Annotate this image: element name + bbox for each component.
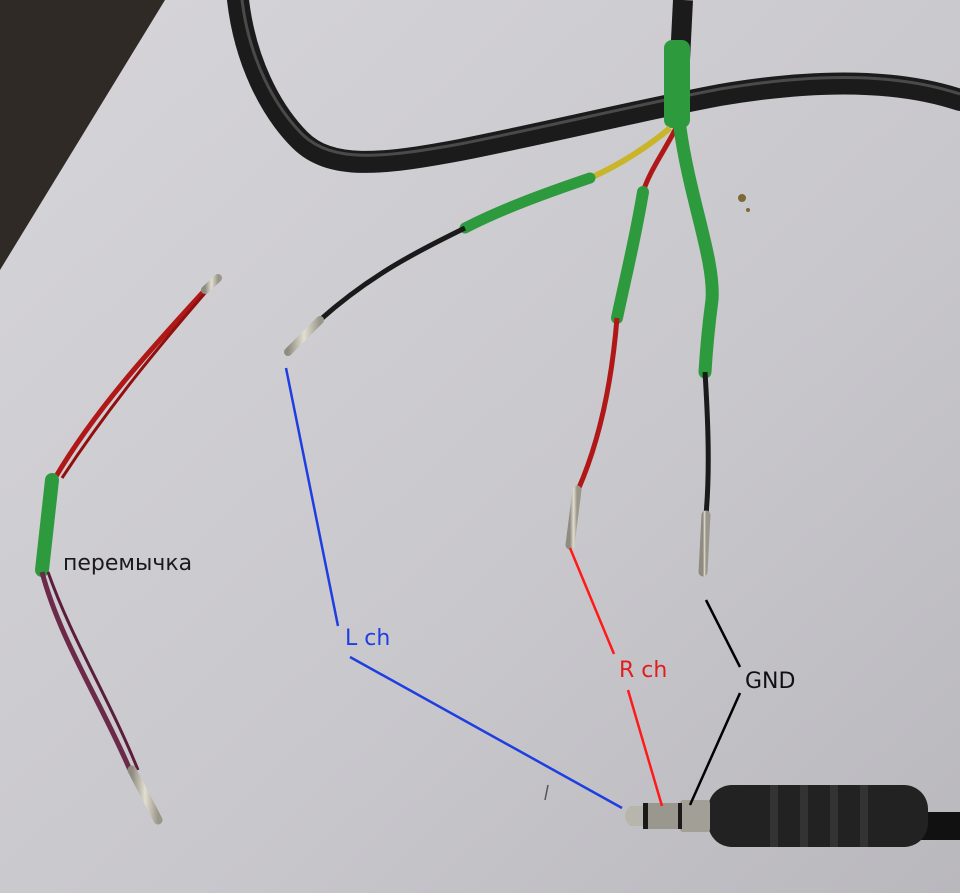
- jumper-purple: [39, 571, 133, 771]
- wire-rch-red: [575, 317, 620, 492]
- wire-yellow: [588, 125, 672, 181]
- jack-cable: [920, 812, 960, 840]
- wire-gnd-shrink: [673, 121, 719, 379]
- jack-insulator: [643, 803, 648, 829]
- left-channel-label: L ch: [345, 626, 391, 651]
- jumper-shrink: [35, 473, 59, 577]
- wire-lch-shrink: [459, 172, 596, 234]
- jack-insulator: [678, 803, 682, 829]
- pin-gnd: [698, 510, 711, 577]
- wire-rch-shrink: [611, 186, 649, 324]
- wire-lch-black: [318, 225, 467, 322]
- rch-line: [568, 547, 616, 655]
- table-corner: [0, 0, 165, 270]
- gnd-line-lower: [688, 692, 742, 806]
- jumper-label: перемычка: [63, 551, 193, 576]
- lch-line-lower: [349, 655, 623, 810]
- gnd-line-upper: [704, 599, 742, 668]
- jumper-purple-2: [46, 571, 140, 771]
- jumper-pin-bottom: [127, 765, 163, 825]
- junction-heat-shrink: [664, 40, 690, 128]
- wire-red-top: [640, 126, 679, 193]
- lch-line: [284, 367, 340, 627]
- pin-rch: [565, 485, 582, 550]
- jack-ridge: [860, 785, 868, 847]
- ground-label: GND: [745, 669, 796, 694]
- black-cable: [227, 0, 960, 173]
- jack-ridge: [800, 785, 808, 847]
- speck-mark: [544, 784, 549, 801]
- right-channel-label: R ch: [619, 658, 668, 683]
- pin-lch: [284, 316, 324, 356]
- jumper-red: [52, 288, 207, 480]
- jack-body: [708, 785, 928, 847]
- speck: [738, 194, 746, 202]
- audio-jack: [625, 785, 960, 847]
- jack-ring: [648, 803, 678, 829]
- jack-ridge: [770, 785, 778, 847]
- speck: [746, 208, 750, 212]
- black-cable-highlight: [240, 0, 960, 157]
- jumper-pin-top: [201, 274, 222, 294]
- wire-gnd-black: [702, 371, 711, 516]
- jack-sleeve: [680, 800, 710, 832]
- rch-line-lower: [626, 689, 664, 807]
- jack-ridge: [830, 785, 838, 847]
- jack-tip: [625, 806, 643, 826]
- jumper-red-2: [60, 284, 214, 479]
